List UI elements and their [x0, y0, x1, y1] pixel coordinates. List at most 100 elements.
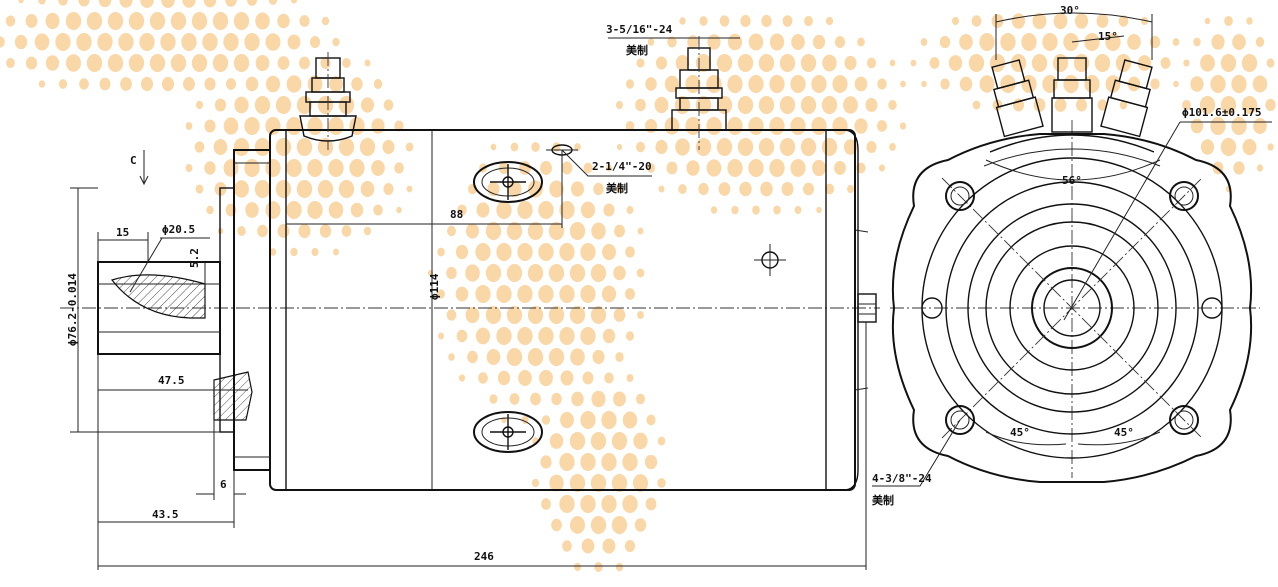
- watermark-dot: [779, 54, 796, 72]
- watermark-dot: [299, 56, 310, 70]
- dim-phi20-5: ϕ20.5: [162, 223, 195, 236]
- watermark-dot: [1182, 99, 1191, 111]
- watermark-dot: [383, 183, 394, 195]
- watermark-dot: [286, 201, 302, 219]
- watermark-dot: [979, 75, 995, 93]
- watermark-dot: [506, 264, 523, 282]
- watermark-dot: [1063, 75, 1079, 93]
- watermark-dot: [571, 181, 584, 197]
- watermark-dot: [569, 432, 586, 450]
- watermark-dot: [118, 33, 134, 51]
- watermark-dot: [476, 202, 490, 218]
- watermark-dot: [225, 0, 237, 7]
- watermark-dot: [675, 55, 690, 71]
- watermark-dot: [561, 161, 573, 175]
- watermark-dot: [1242, 138, 1257, 156]
- watermark-dot: [737, 138, 754, 156]
- watermark-dot: [509, 393, 520, 405]
- watermark-dot: [204, 119, 216, 133]
- brush-bolt-top: [473, 161, 543, 203]
- watermark-dot: [854, 118, 868, 134]
- watermark-dot: [1241, 96, 1258, 114]
- watermark-dot: [191, 12, 208, 30]
- watermark-dot: [1172, 38, 1180, 46]
- watermark-dot: [170, 54, 187, 72]
- watermark-dots: [0, 0, 1276, 572]
- watermark-dot: [1053, 12, 1068, 30]
- watermark-dot: [658, 185, 665, 193]
- watermark-dot: [1074, 13, 1089, 29]
- watermark-dot: [475, 327, 491, 345]
- watermark-dot: [889, 143, 896, 151]
- watermark-dot: [394, 162, 404, 174]
- watermark-dot: [655, 56, 668, 70]
- watermark-dot: [611, 432, 628, 450]
- watermark-dot: [1265, 98, 1276, 112]
- watermark-dot: [517, 201, 533, 219]
- watermark-dot: [202, 33, 218, 51]
- watermark-dot: [847, 184, 854, 194]
- watermark-dot: [570, 348, 585, 366]
- watermark-dot: [86, 54, 103, 72]
- watermark-dot: [1096, 14, 1109, 28]
- side-hole-marker: [754, 244, 786, 276]
- watermark-dot: [790, 117, 806, 135]
- watermark-dot: [592, 349, 605, 365]
- watermark-dot: [360, 180, 375, 198]
- watermark-dot: [254, 138, 271, 156]
- watermark-dot: [183, 77, 195, 91]
- watermark-dot: [161, 0, 175, 8]
- watermark-dot: [614, 224, 625, 238]
- watermark-dot: [811, 75, 827, 93]
- watermark-dot: [559, 495, 575, 513]
- watermark-dot: [695, 54, 712, 72]
- watermark-dot: [549, 180, 564, 198]
- dim-246: 246: [474, 550, 494, 563]
- watermark-dot: [560, 411, 574, 429]
- dim-43-5: 43.5: [152, 508, 179, 521]
- watermark-dot: [832, 75, 848, 93]
- watermark-dot: [718, 182, 731, 196]
- watermark-dot: [968, 54, 985, 72]
- watermark-dot: [816, 206, 822, 214]
- watermark-dot: [245, 76, 259, 92]
- watermark-dot: [275, 138, 292, 156]
- watermark-dot: [657, 436, 666, 446]
- watermark-dot: [170, 12, 187, 30]
- watermark-dot: [538, 285, 554, 303]
- watermark-dot: [635, 98, 646, 112]
- watermark-dot: [636, 58, 645, 68]
- watermark-dot: [185, 122, 193, 130]
- watermark-dot: [541, 415, 551, 425]
- watermark-dot: [582, 371, 594, 385]
- watermark-dot: [265, 33, 281, 51]
- watermark-dot: [1200, 139, 1215, 155]
- watermark-dot: [569, 474, 586, 492]
- watermark-dot: [991, 14, 1004, 28]
- watermark-dot: [758, 96, 775, 114]
- watermark-dot: [333, 248, 339, 256]
- watermark-dot: [769, 33, 785, 51]
- watermark-dot: [321, 16, 330, 26]
- watermark-dot: [373, 79, 383, 89]
- watermark-dot: [277, 56, 290, 70]
- watermark-dot: [128, 12, 145, 30]
- watermark-dot: [1000, 33, 1016, 51]
- watermark-dot: [560, 370, 574, 386]
- watermark-dot: [959, 76, 973, 92]
- watermark-dot: [446, 309, 457, 321]
- watermark-dot: [606, 164, 612, 172]
- watermark-dot: [213, 138, 228, 156]
- watermark-dot: [740, 14, 751, 28]
- watermark-dot: [1204, 17, 1211, 25]
- watermark-dot: [601, 495, 617, 513]
- watermark-dot: [719, 15, 730, 27]
- watermark-dot: [298, 223, 311, 239]
- watermark-dot: [559, 285, 575, 303]
- watermark-dot: [296, 138, 313, 156]
- watermark-dot: [590, 306, 607, 324]
- watermark-dot: [1054, 98, 1067, 112]
- watermark-dot: [625, 331, 635, 341]
- watermark-dot: [769, 159, 785, 177]
- side-view: 30° 15° 56° 45° 45° ϕ101.6±0.175 4-3/8"-…: [872, 4, 1272, 507]
